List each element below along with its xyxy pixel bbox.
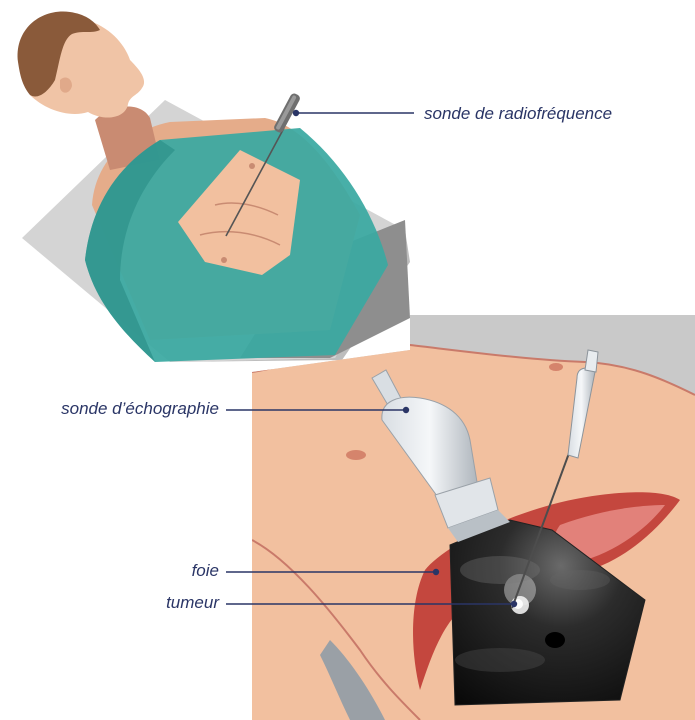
patient-illustration [18, 12, 410, 362]
label-tumor: tumeur [166, 593, 219, 613]
label-ultrasound-probe: sonde d’échographie [61, 399, 219, 419]
label-liver: foie [192, 561, 219, 581]
zoom-inset [252, 315, 695, 720]
label-rf-probe: sonde de radiofréquence [424, 104, 612, 124]
